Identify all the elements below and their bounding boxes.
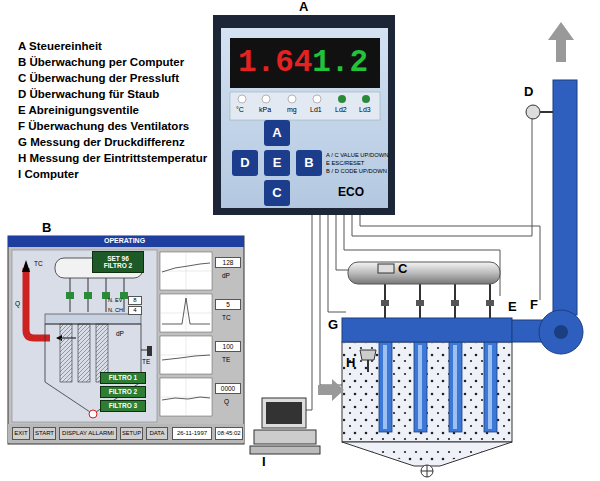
node-text: FILTRO 1 xyxy=(109,374,137,381)
part-label: mg xyxy=(287,106,297,114)
legend-key: E Abreinigungsventile xyxy=(18,104,139,117)
panel-box: SET 96FILTRO 2 xyxy=(92,251,144,273)
panel-box: 100 xyxy=(215,341,241,352)
part-label: dP xyxy=(116,330,124,337)
panel-box: DISPLAY ALLARMI xyxy=(59,427,117,440)
panel-box: 08:45:02 xyxy=(215,427,243,440)
legend-key: F Überwachung des Ventilators xyxy=(18,120,189,133)
legend-key: C Überwachung der Pressluft xyxy=(18,72,179,85)
node-text: FILTRO 2 xyxy=(109,388,137,395)
panel-box: FILTRO 1 xyxy=(100,372,146,384)
panel-box: FILTRO 2 xyxy=(100,386,146,398)
part-label: dP xyxy=(222,272,230,279)
panel-box: SETUP xyxy=(120,427,143,440)
part-label: A / C VALUE UP/DOWN xyxy=(326,152,388,158)
control-unit: A1.641.2ADEBC xyxy=(213,15,395,215)
part-label: TC xyxy=(34,260,43,267)
panel-box: 1.641.2 xyxy=(230,38,380,88)
node-text: 100 xyxy=(223,343,234,350)
panel-box: DATA xyxy=(146,427,168,440)
node-text: E xyxy=(273,156,282,170)
panel-box: C xyxy=(264,180,290,206)
node-text: 1.64 xyxy=(238,46,312,80)
panel-box: 26-11-1997 xyxy=(172,427,212,440)
part-label: Q xyxy=(224,398,229,405)
node-text: DATA xyxy=(149,430,164,437)
node-text: 4 xyxy=(133,307,136,314)
node-text: 26-11-1997 xyxy=(177,430,207,437)
node-text: OPERATING xyxy=(104,237,145,245)
legend-key: D Überwachung für Staub xyxy=(18,88,159,101)
node-text: B xyxy=(42,221,51,235)
screen-window: BOPERATINGSET 96FILTRO 28412851000000FIL… xyxy=(8,236,244,444)
legend-key: I Computer xyxy=(18,168,79,181)
callout-letter: H xyxy=(346,356,355,370)
node-text: START xyxy=(35,430,54,437)
node-text: 128 xyxy=(223,259,234,266)
node-text: SET 96 xyxy=(107,255,129,262)
legend-key: A Steuereinheit xyxy=(18,40,102,53)
node-text: B xyxy=(304,156,313,170)
node-text: FILTRO 3 xyxy=(109,402,137,409)
panel-box: A xyxy=(264,120,290,146)
panel-box: 128 xyxy=(215,257,241,268)
part-label: TE xyxy=(142,358,150,365)
node-text: D xyxy=(240,156,249,170)
part-label: N. CH xyxy=(108,307,123,313)
part-label: E ESC/RESET xyxy=(326,160,364,166)
node-text: 08:45:02 xyxy=(217,430,240,437)
part-label: ECO xyxy=(338,186,364,199)
node-text: EXIT xyxy=(14,430,27,437)
panel-box: 4 xyxy=(128,306,142,315)
callout-letter: D xyxy=(524,85,533,99)
panel-box: FILTRO 3 xyxy=(100,400,146,412)
part-label: TE xyxy=(222,356,230,363)
panel-box: 5 xyxy=(215,299,241,310)
part-label: N. EV xyxy=(108,297,122,303)
node-text: DISPLAY ALLARMI xyxy=(62,430,114,437)
panel-box: B xyxy=(296,150,322,176)
part-label: kPa xyxy=(259,106,271,114)
callout-letter: E xyxy=(508,300,517,314)
node-text: 8 xyxy=(133,297,136,304)
legend-key: B Überwachung per Computer xyxy=(18,56,184,69)
callout-letter: G xyxy=(328,318,338,332)
part-label: Ld1 xyxy=(310,106,322,114)
panel-box: START xyxy=(33,427,56,440)
node-text: 1.2 xyxy=(312,46,368,80)
callout-letter: I xyxy=(262,455,266,469)
part-label: Q xyxy=(15,300,20,307)
legend-key: H Messung der Eintrittstemperatur xyxy=(18,152,207,165)
part-label: B / D CODE UP/DOWN xyxy=(326,168,387,174)
part-label: Ld2 xyxy=(335,106,347,114)
part-label: °C xyxy=(236,106,244,114)
panel-box: D xyxy=(232,150,258,176)
node-text: FILTRO 2 xyxy=(104,262,132,269)
node-text: 0000 xyxy=(221,385,235,392)
node-text: SETUP xyxy=(122,430,141,436)
panel-box: 8 xyxy=(128,296,142,305)
panel-box: E xyxy=(264,150,290,176)
callout-letter: C xyxy=(398,262,407,276)
part-label: Ld3 xyxy=(359,106,371,114)
callout-letter: F xyxy=(530,298,538,312)
node-text: 5 xyxy=(226,301,230,308)
node-text: A xyxy=(299,0,308,14)
panel-box: 0000 xyxy=(215,383,241,394)
part-label: TC xyxy=(222,314,231,321)
node-text: A xyxy=(272,126,281,140)
panel-box: EXIT xyxy=(12,427,30,440)
legend-key: G Messung der Druckdifferenz xyxy=(18,136,185,149)
node-text: C xyxy=(272,186,281,200)
